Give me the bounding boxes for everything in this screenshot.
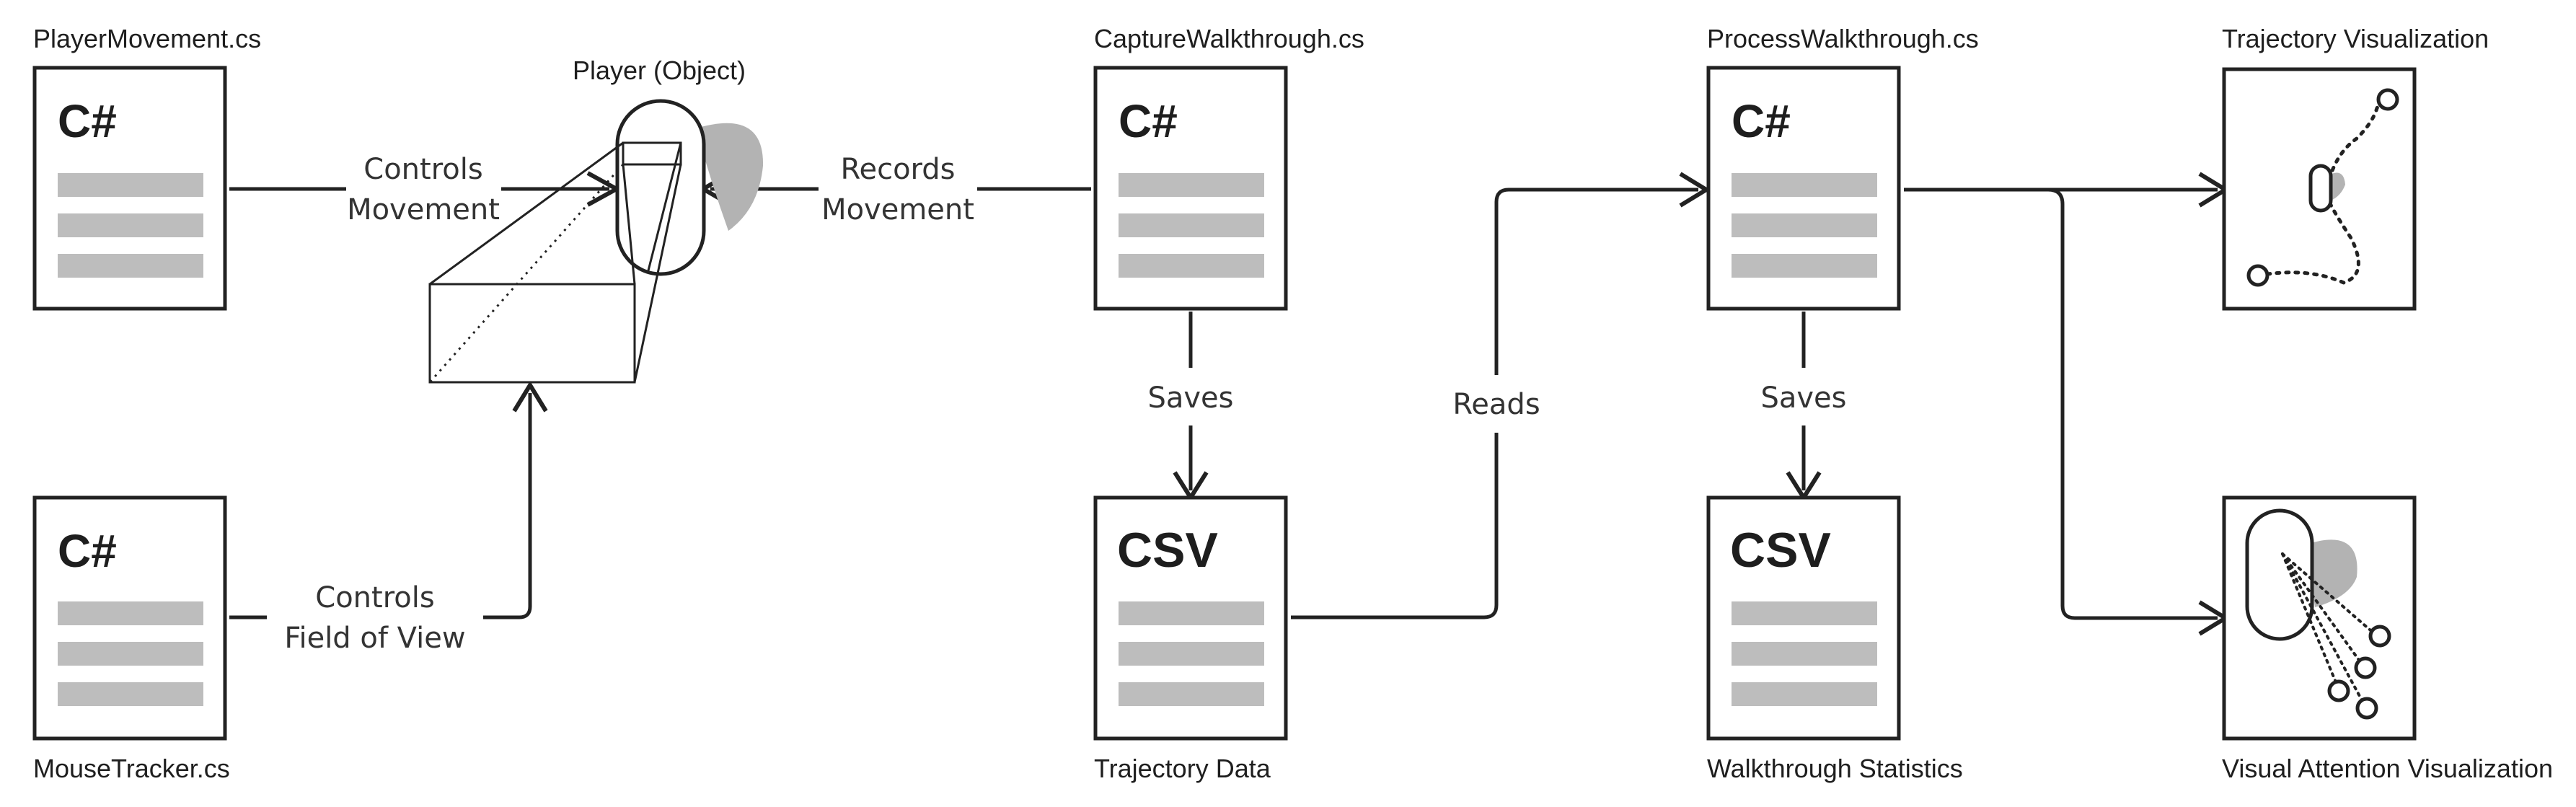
- node-process-walkthrough: C# ProcessWalkthrough.cs: [1706, 24, 1979, 311]
- node-caption: Trajectory Data: [1094, 754, 1271, 783]
- player-shadow-icon: [696, 123, 764, 231]
- edge-label-saves-trajectory: Saves: [1147, 382, 1233, 415]
- player-capsule-icon: [2245, 508, 2314, 641]
- file-type-label: C#: [58, 95, 117, 147]
- node-caption: PlayerMovement.cs: [33, 24, 261, 53]
- gaze-rays-icon: [2281, 552, 2377, 708]
- edge-label-records-movement: Movement: [821, 193, 974, 226]
- node-walkthrough-statistics: CSV Walkthrough Statistics: [1706, 495, 1963, 783]
- gaze-target-icon: [2355, 697, 2378, 720]
- node-caption: ProcessWalkthrough.cs: [1707, 24, 1979, 53]
- view-frustum-icon: [428, 141, 682, 384]
- gaze-target-icon: [2368, 625, 2391, 648]
- node-caption: CaptureWalkthrough.cs: [1094, 24, 1364, 53]
- node-trajectory-data: CSV Trajectory Data: [1093, 495, 1288, 783]
- trajectory-start-icon: [2246, 264, 2270, 287]
- edge-label-movement: Movement: [347, 193, 500, 226]
- node-visual-attention-visualization: Visual Attention Visualization: [2222, 495, 2553, 783]
- edge-saves-trajectory: Saves: [1147, 312, 1234, 502]
- edge-controls-movement: Controls Movement: [229, 153, 622, 226]
- gaze-target-icon: [2327, 679, 2350, 702]
- edge-label-controls-fov: Controls: [315, 581, 434, 614]
- node-mouse-tracker: C# MouseTracker.cs: [32, 495, 230, 783]
- node-caption: Trajectory Visualization: [2222, 24, 2489, 53]
- edge-saves-statistics: Saves: [1760, 312, 1847, 502]
- node-caption: MouseTracker.cs: [33, 754, 230, 783]
- edge-label-records: Records: [840, 153, 955, 186]
- node-player: Player (Object): [428, 56, 764, 384]
- edge-label-saves-statistics: Saves: [1760, 382, 1846, 415]
- trajectory-end-icon: [2376, 88, 2399, 111]
- file-type-label: CSV: [1730, 523, 1831, 578]
- gaze-target-icon: [2354, 656, 2377, 679]
- node-caption: Walkthrough Statistics: [1707, 754, 1963, 783]
- edge-label-reads: Reads: [1452, 388, 1540, 421]
- file-type-label: CSV: [1117, 523, 1218, 578]
- edge-to-trajectory-visualization: [1904, 172, 2230, 208]
- node-caption: Player (Object): [573, 56, 746, 85]
- edge-to-visual-attention-visualization: [2047, 188, 2230, 636]
- node-caption: Visual Attention Visualization: [2222, 754, 2553, 783]
- node-player-movement: C# PlayerMovement.cs: [32, 24, 261, 311]
- edge-controls-field-of-view: Controls Field of View: [229, 381, 548, 655]
- camera-icon: [622, 141, 682, 166]
- file-type-label: C#: [1732, 95, 1791, 147]
- file-type-label: C#: [1119, 95, 1178, 147]
- edge-reads: Reads: [1291, 172, 1711, 619]
- node-trajectory-visualization: Trajectory Visualization: [2222, 24, 2489, 311]
- file-type-label: C#: [58, 525, 117, 577]
- edge-label-field-of-view: Field of View: [284, 622, 465, 655]
- node-capture-walkthrough: C# CaptureWalkthrough.cs: [1093, 24, 1364, 311]
- edge-label-controls: Controls: [363, 153, 482, 186]
- player-marker-icon: [2308, 164, 2333, 213]
